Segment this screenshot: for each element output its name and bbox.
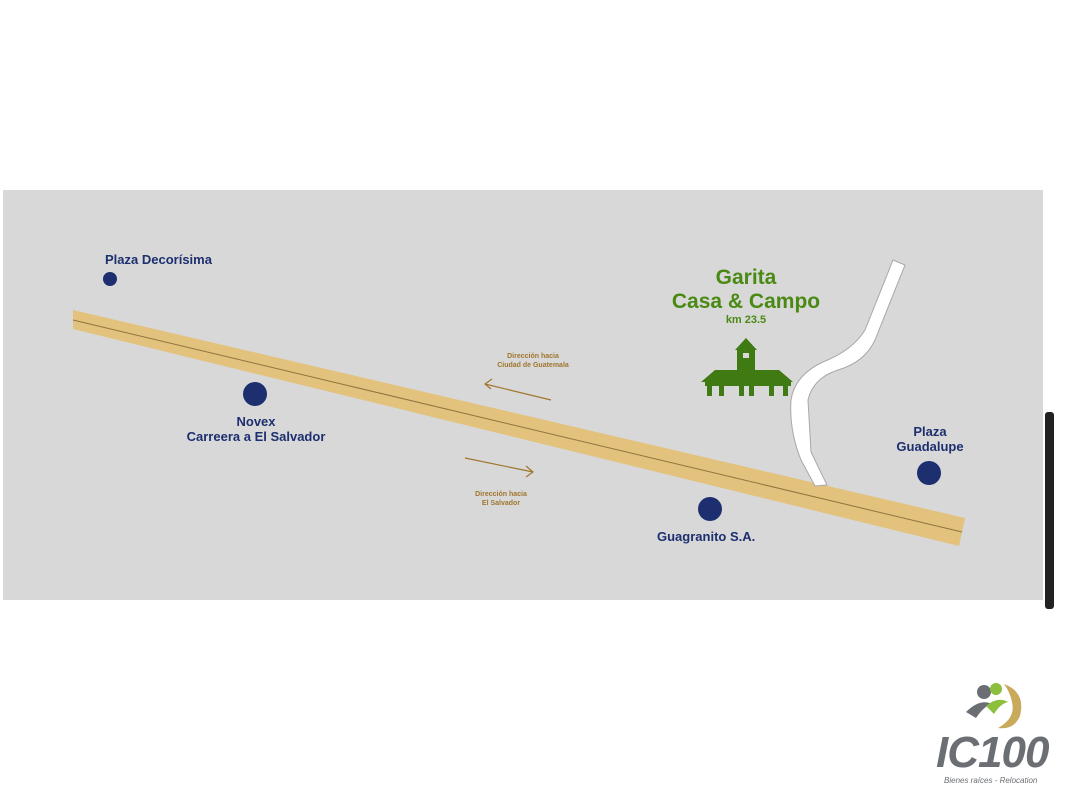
label-plaza-guadalupe-line1: Plaza [913, 424, 947, 439]
garita-title-line1: Garita [715, 266, 777, 289]
label-direction-salvador-line1: Dirección hacia [475, 491, 527, 498]
map-panel: Plaza Decorísima Novex Carreera a El Sal… [3, 190, 1043, 600]
label-direction-salvador-line2: El Salvador [481, 500, 521, 507]
garita-title-line2: Casa & Campo [671, 290, 821, 313]
label-direction-salvador: Dirección hacia El Salvador [441, 490, 561, 508]
side-road [790, 259, 906, 487]
label-novex-line2: Carreera a El Salvador [186, 429, 326, 444]
marker-plaza-guadalupe[interactable] [917, 461, 941, 485]
arrow-to-salvador [464, 457, 534, 478]
logo-subtitle: Bienes raíces - Relocation [944, 776, 1038, 785]
logo-figures-icon [966, 683, 1022, 729]
highway-centerline [72, 319, 963, 533]
label-plaza-decorisima: Plaza Decorísima [105, 252, 212, 267]
marker-guagranito[interactable] [698, 497, 722, 521]
label-direction-city-line1: Dirección hacia [507, 353, 559, 360]
ic100-logo: IC100 Bienes raíces - Relocation [936, 672, 1064, 790]
label-novex-line1: Novex [236, 414, 276, 429]
arrow-to-city [484, 378, 552, 401]
label-plaza-guadalupe: Plaza Guadalupe [875, 424, 985, 454]
label-guagranito: Guagranito S.A. [657, 529, 756, 544]
map-canvas [72, 259, 965, 546]
garita-title: Garita Casa & Campo km 23.5 [646, 266, 846, 327]
logo-text: IC100 [936, 728, 1049, 777]
label-plaza-guadalupe-line2: Guadalupe [896, 439, 964, 454]
marker-novex[interactable] [243, 382, 267, 406]
garita-km: km 23.5 [725, 314, 767, 326]
label-direction-city-line2: Ciudad de Guatemala [497, 362, 569, 369]
label-novex: Novex Carreera a El Salvador [166, 414, 346, 444]
scrollbar-thumb[interactable] [1045, 412, 1054, 609]
highway-road [73, 310, 965, 546]
label-direction-city: Dirección hacia Ciudad de Guatemala [473, 352, 593, 370]
garita-house-icon [701, 338, 793, 396]
marker-plaza-decorisima[interactable] [103, 272, 117, 286]
